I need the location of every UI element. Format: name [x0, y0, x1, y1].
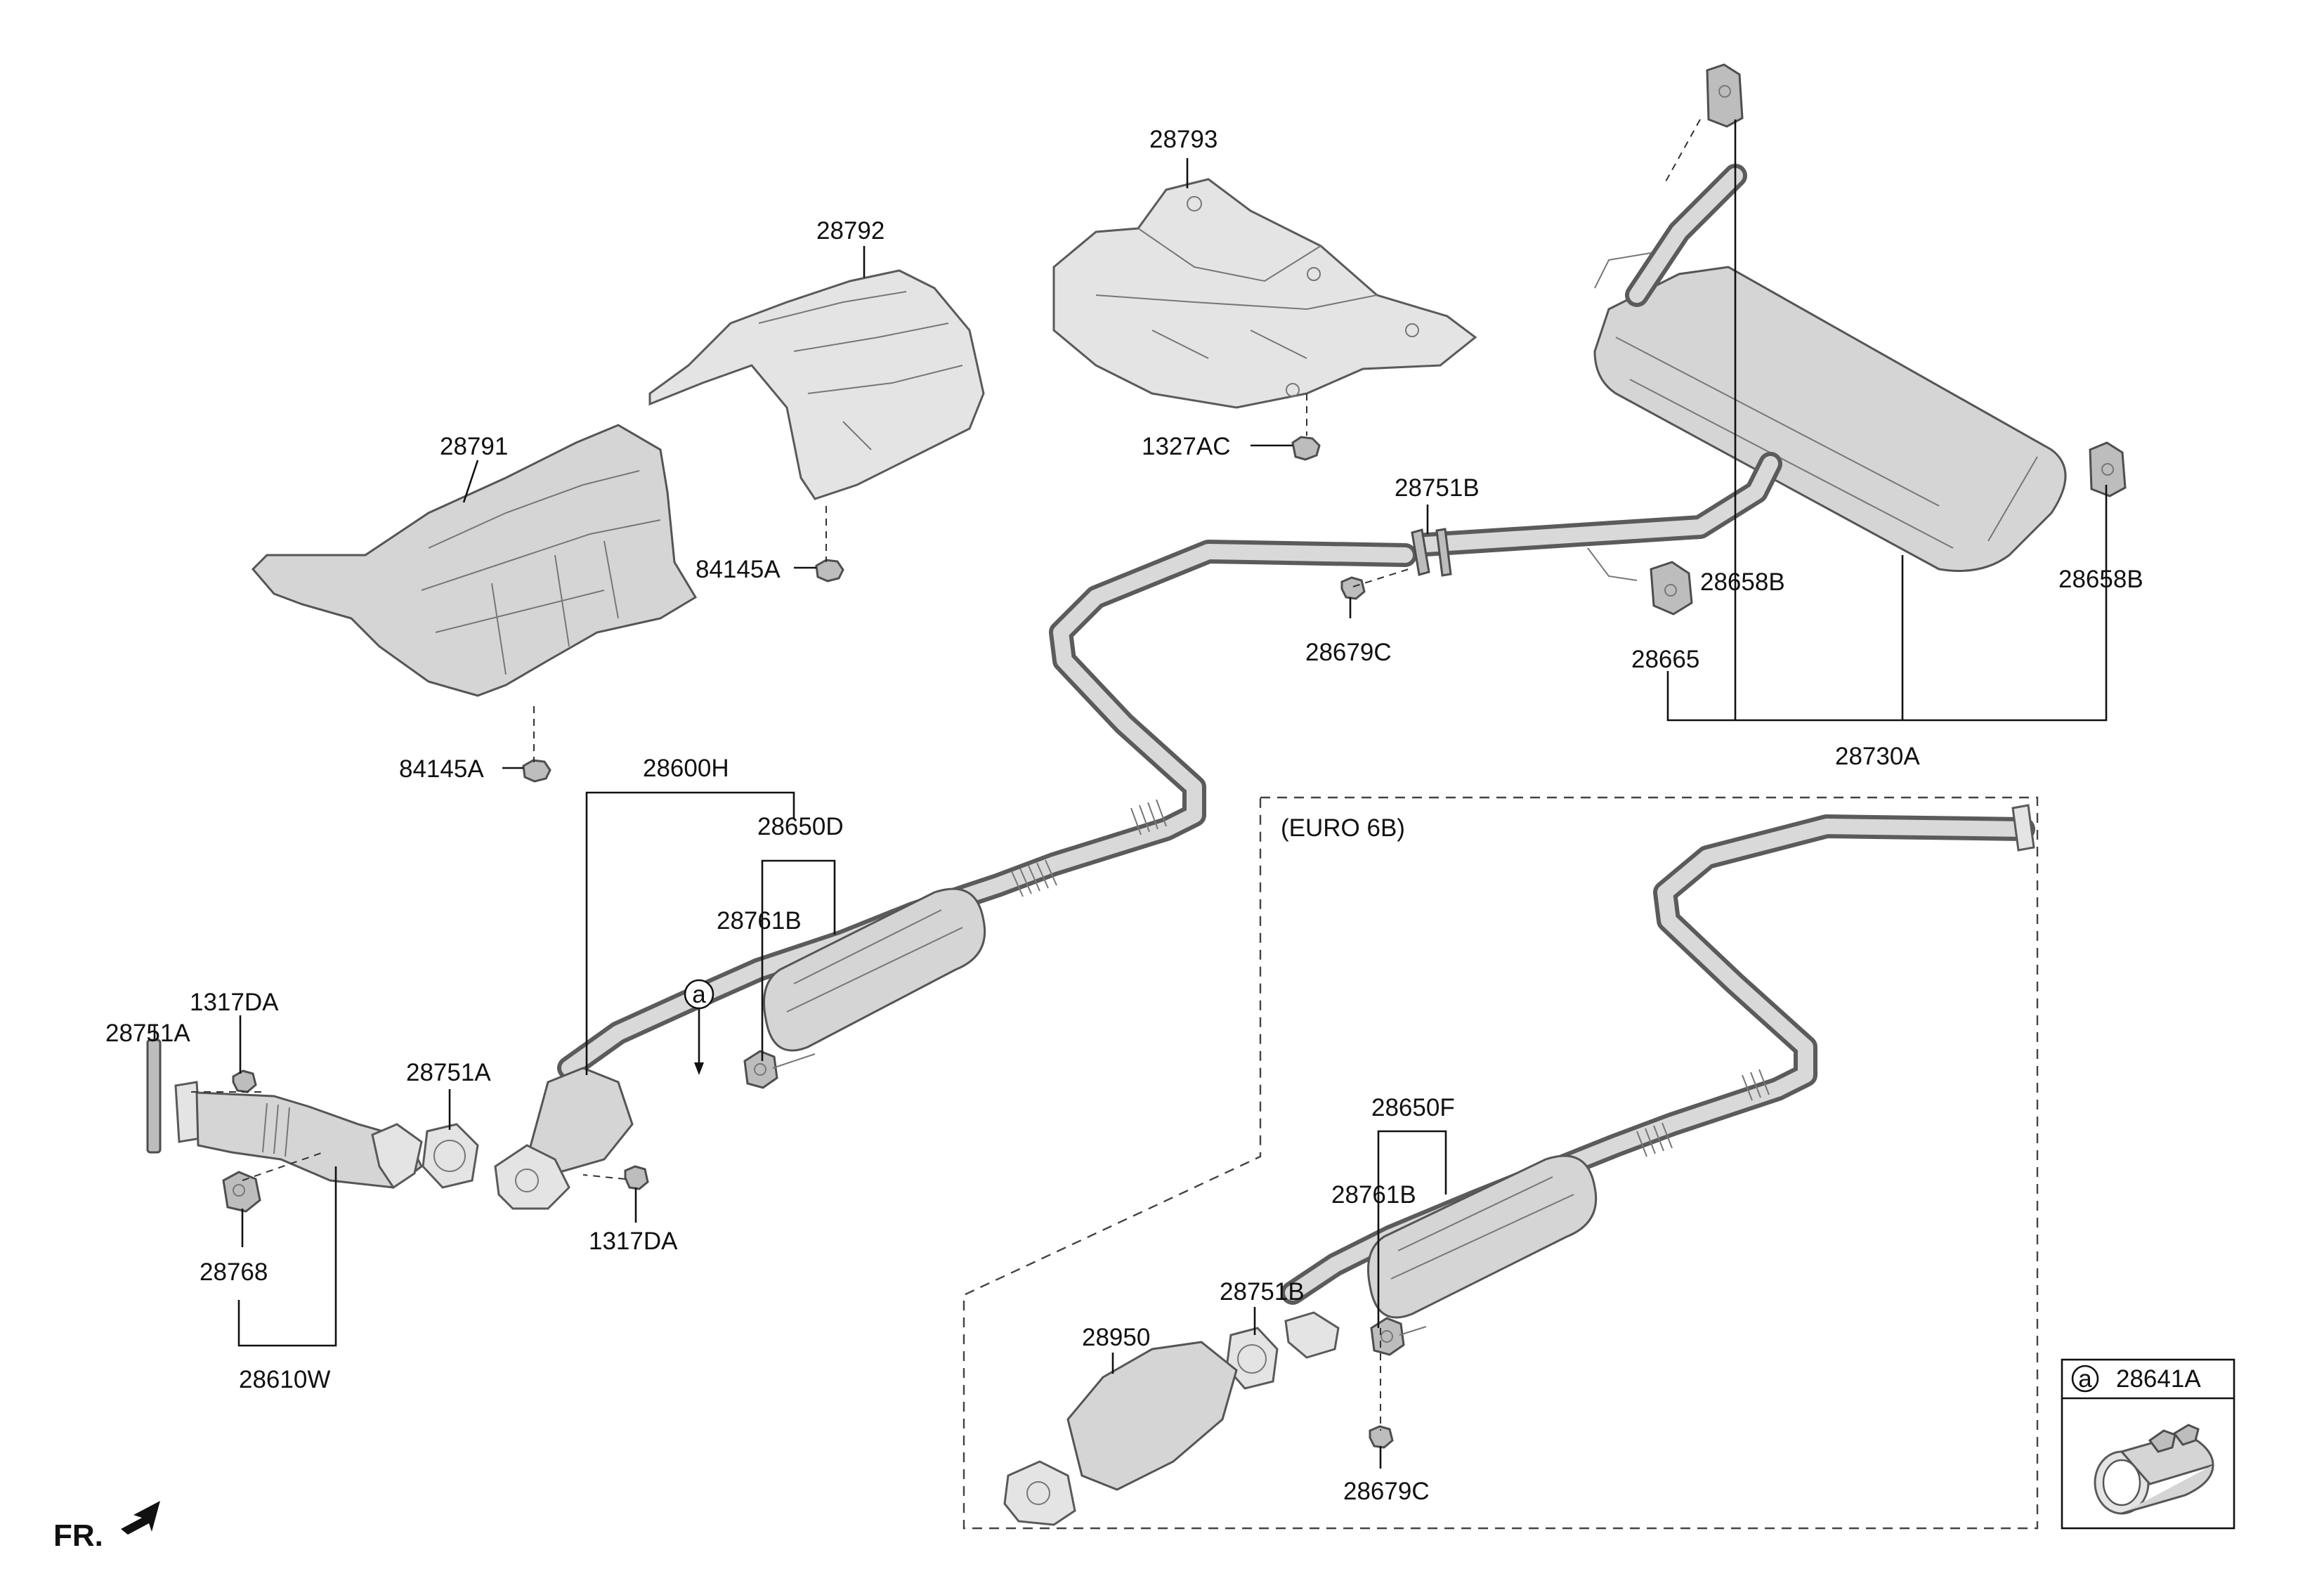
euro-6b-region-border	[962, 796, 2039, 1530]
hanger-rubber-28761B-top	[743, 1050, 816, 1089]
label-28791: 28791	[440, 433, 508, 460]
front-pipe-28610W	[174, 1081, 423, 1190]
label-28610W: 28610W	[239, 1366, 330, 1393]
clamp-28751B-top	[1411, 528, 1452, 577]
label-28751B-bottom: 28751B	[1220, 1278, 1305, 1306]
arrow-icon	[121, 1501, 160, 1535]
heat-shield-28793	[1052, 178, 1477, 409]
center-muffler-28650D	[763, 887, 986, 1052]
nut-28679C-bottom	[1369, 1425, 1394, 1449]
label-fr: FR.	[53, 1518, 103, 1553]
hanger-rubber-28665	[1650, 561, 1693, 616]
label-1317DA-left: 1317DA	[190, 989, 279, 1016]
dashed-leaders	[188, 119, 1701, 1431]
catalytic-converter-28950	[1003, 1341, 1238, 1526]
label-28650F: 28650F	[1371, 1094, 1455, 1121]
nut-1317DA-left	[232, 1069, 257, 1093]
label-28658B-right: 28658B	[2058, 566, 2143, 593]
hanger-rubber-28658B-right	[2089, 441, 2127, 497]
label-28679C-top: 28679C	[1305, 639, 1392, 666]
legend-box-28641A: a 28641A	[2061, 1358, 2235, 1530]
label-28730A: 28730A	[1835, 743, 1920, 770]
label-28751B-top: 28751B	[1395, 474, 1480, 502]
label-euro-6b: (EURO 6B)	[1281, 814, 1405, 842]
label-84145A-top: 84145A	[696, 556, 781, 583]
euro-6b-muffler-28650F	[1367, 1154, 1598, 1319]
nut-84145A-top	[815, 559, 844, 583]
label-28950: 28950	[1082, 1324, 1150, 1351]
label-28679C-bottom: 28679C	[1343, 1478, 1430, 1505]
label-28751A-left: 28751A	[105, 1020, 190, 1047]
svg-text:a: a	[2078, 1365, 2092, 1393]
callout-a-main: a	[684, 979, 714, 1010]
label-28641A: 28641A	[2116, 1365, 2201, 1393]
nut-1317DA-bottom	[624, 1165, 649, 1190]
legend-callout-a	[2071, 1365, 2099, 1393]
leader-lines	[153, 119, 2108, 1469]
label-28792: 28792	[816, 217, 884, 245]
gasket-28751A-left	[146, 1039, 162, 1154]
hanger-rubber-28658B-top	[1706, 63, 1744, 128]
label-28658B-left: 28658B	[1700, 568, 1785, 596]
label-1327AC: 1327AC	[1142, 433, 1230, 460]
front-exhaust-pipe-28600H	[557, 540, 1417, 1080]
label-28793: 28793	[1149, 126, 1218, 153]
svg-text:a: a	[692, 981, 706, 1008]
heat-shield-28792	[648, 269, 985, 500]
label-28665: 28665	[1631, 646, 1699, 673]
catalytic-converter-28600H	[494, 1067, 634, 1210]
label-28650D: 28650D	[757, 813, 844, 840]
rear-muffler-28730A	[1414, 164, 2067, 581]
part-labels: 28793 28792 28791 1327AC 84145A 84145A 2…	[105, 126, 2143, 1505]
hanger-rubber-28768	[222, 1171, 261, 1213]
hanger-rubber-28761B-bottom	[1370, 1317, 1427, 1356]
front-direction-indicator: FR.	[53, 1501, 160, 1553]
gasket-28751A-mid	[422, 1123, 479, 1189]
label-84145A-bottom: 84145A	[399, 755, 484, 783]
nut-84145A-bottom	[522, 759, 551, 783]
label-28761B-bottom: 28761B	[1331, 1181, 1416, 1209]
label-28751A-mid: 28751A	[406, 1059, 491, 1086]
nut-1327AC	[1291, 436, 1321, 461]
flange-euro-6b	[1284, 1311, 1340, 1359]
label-28768: 28768	[200, 1258, 268, 1286]
clamp-28641A-illustration	[2094, 1424, 2214, 1515]
nut-28679C-top	[1340, 576, 1366, 600]
euro-6b-pipe	[1281, 804, 2035, 1305]
heat-shield-28791	[251, 424, 698, 697]
label-1317DA-bottom: 1317DA	[589, 1228, 678, 1255]
label-28761B-top: 28761B	[717, 907, 802, 935]
label-28600H: 28600H	[643, 755, 729, 782]
